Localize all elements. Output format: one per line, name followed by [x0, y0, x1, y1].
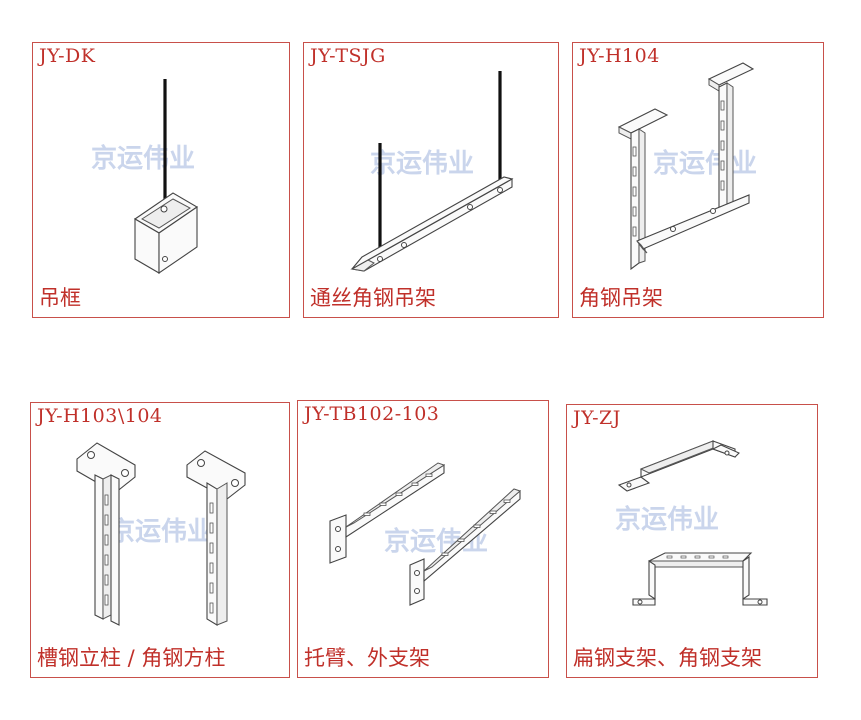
product-caption: 角钢吊架 [579, 286, 663, 310]
product-card-jy-dk: JY-DK 京运伟业 吊框 [32, 42, 290, 318]
angle-steel-hanger-drawing [617, 62, 755, 271]
product-caption: 通丝角钢吊架 [310, 286, 436, 310]
product-caption: 吊框 [39, 286, 81, 310]
channel-and-angle-column-drawing [76, 442, 246, 626]
flat-and-angle-steel-bracket-drawing [617, 440, 768, 606]
product-card-jy-zj: JY-ZJ 京运伟业 扁钢支架、角钢支架 [566, 404, 818, 678]
product-code: JY-H103\104 [37, 405, 163, 427]
product-code: JY-H104 [579, 45, 660, 67]
product-code: JY-TB102-103 [304, 403, 440, 425]
product-card-jy-h104: JY-H104 京运伟业 角钢吊架 [572, 42, 824, 318]
product-code: JY-DK [39, 45, 96, 67]
threaded-rod-angle-hanger-drawing [350, 71, 514, 272]
product-caption: 扁钢支架、角钢支架 [573, 646, 762, 670]
product-card-jy-tb102-103: JY-TB102-103 京运伟业 托臂、外支架 [297, 400, 549, 678]
cantilever-arm-bracket-drawing [329, 462, 521, 606]
product-card-jy-tsjg: JY-TSJG 京运伟业 通丝角钢吊架 [303, 42, 559, 318]
product-caption: 托臂、外支架 [304, 646, 430, 670]
hanging-frame-drawing [133, 79, 199, 275]
product-caption: 槽钢立柱 / 角钢方柱 [37, 646, 226, 670]
product-code: JY-TSJG [310, 45, 386, 67]
product-card-jy-h103-104: JY-H103\104 京运伟业 槽钢立柱 / 角钢方柱 [30, 402, 290, 678]
product-code: JY-ZJ [573, 407, 621, 429]
